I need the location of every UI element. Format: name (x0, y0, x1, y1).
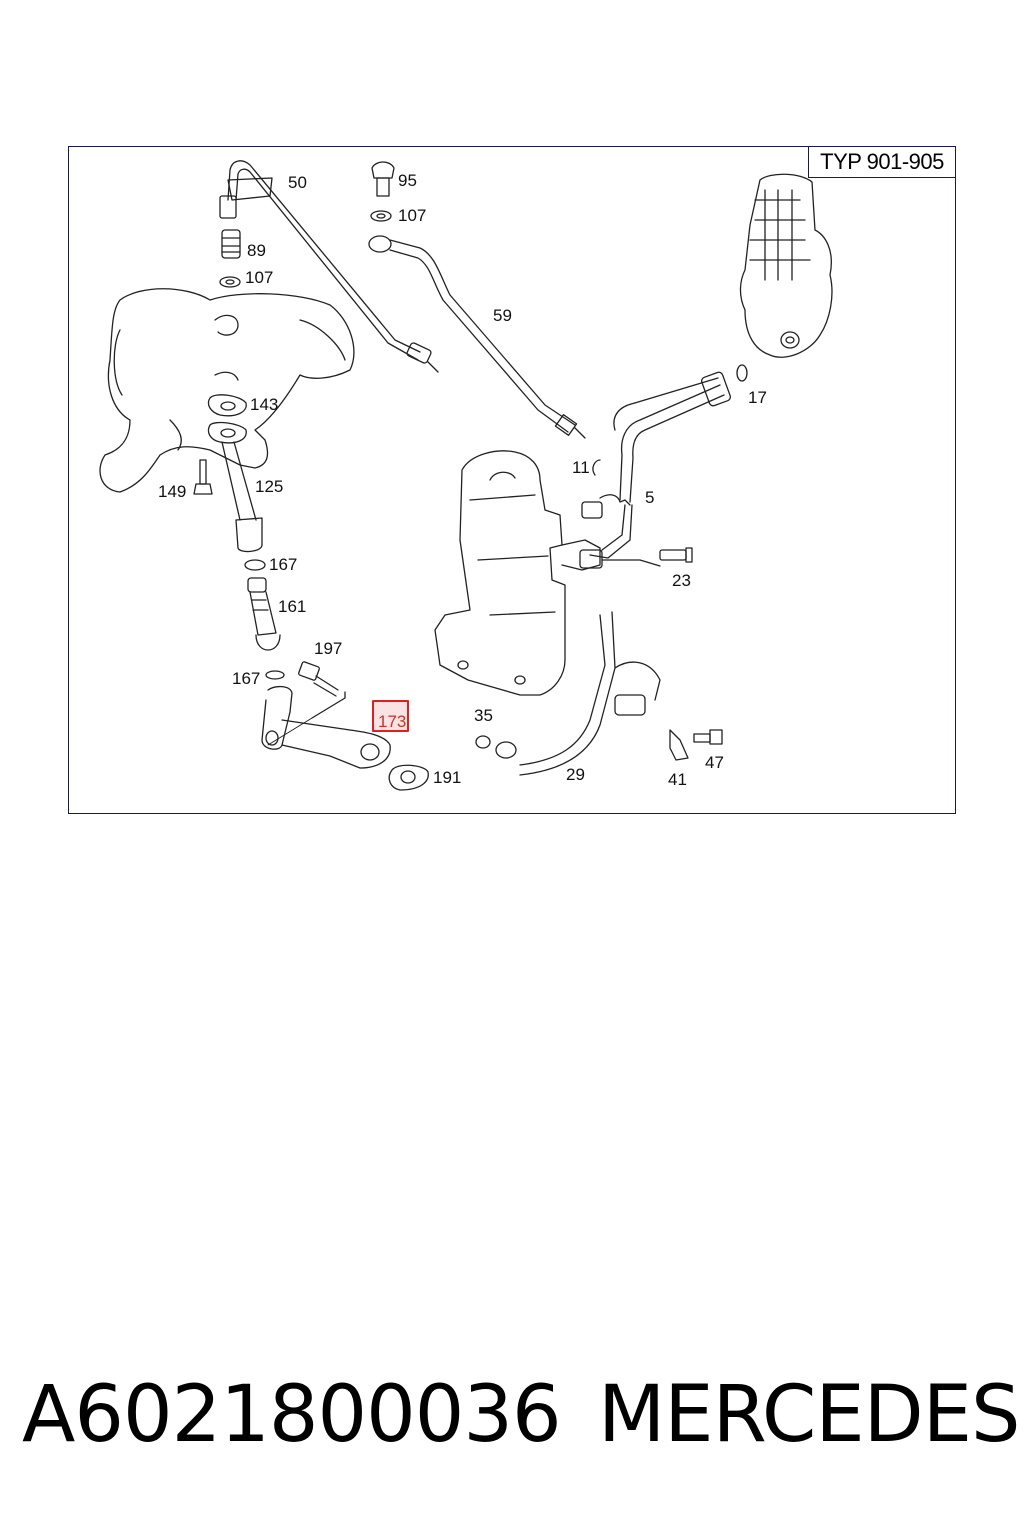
hose-161 (247, 577, 281, 651)
callout-50: 50 (288, 173, 307, 192)
callout-5: 5 (645, 488, 654, 507)
callout-11: 11 (572, 458, 590, 477)
type-range-label: TYP 901-905 (808, 146, 956, 178)
callout-89: 89 (247, 241, 266, 260)
banjo-bolt-95 (370, 161, 395, 222)
pipe-173 (261, 685, 391, 769)
callout-161: 161 (278, 597, 306, 616)
oil-cooler (739, 173, 833, 358)
turbocharger-housing (99, 288, 355, 493)
bolt-47 (693, 729, 723, 745)
callout-143: 143 (250, 395, 278, 414)
callout-167-upper: 167 (269, 555, 297, 574)
gasket-191 (388, 764, 429, 791)
pipe-59 (368, 235, 586, 439)
callout-23: 23 (672, 571, 691, 590)
oil-filter-housing (434, 450, 601, 696)
callout-173: 173 (378, 712, 406, 731)
bracket-41 (669, 729, 689, 761)
o-ring-167-upper (244, 559, 266, 571)
callout-107-upper: 107 (398, 206, 426, 225)
brand-name: MERCEDES (598, 1370, 1020, 1460)
callout-149: 149 (158, 482, 186, 501)
callout-197: 197 (314, 639, 342, 658)
callout-95: 95 (398, 171, 417, 190)
pipe-29 (475, 611, 661, 776)
pipe-50 (219, 160, 439, 373)
leader-lines (267, 717, 313, 746)
bolt-197 (298, 661, 339, 697)
fitting-23 (579, 547, 693, 569)
pipe-125 (221, 441, 263, 553)
callout-59: 59 (493, 306, 512, 325)
callout-47: 47 (705, 753, 724, 772)
pipe-5 (581, 371, 731, 559)
o-ring-17 (736, 364, 748, 382)
callout-29: 29 (566, 765, 585, 784)
callout-125: 125 (255, 477, 283, 496)
callout-41: 41 (668, 770, 687, 789)
callout-107-lower: 107 (245, 268, 273, 287)
bolt-149 (193, 459, 213, 495)
callout-191: 191 (433, 768, 461, 787)
diagram-frame (68, 146, 956, 814)
callout-17: 17 (748, 388, 767, 407)
highlight-box-173 (372, 700, 409, 732)
callout-labels: 50 95 107 89 107 59 17 143 11 5 149 125 … (158, 171, 767, 789)
o-ring-167-lower (265, 670, 285, 680)
callout-35: 35 (474, 706, 493, 725)
part-number: A6021800036 (22, 1370, 562, 1460)
gasket-143 (207, 394, 247, 444)
fitting-89 (219, 229, 241, 288)
callout-167-lower: 167 (232, 669, 260, 688)
